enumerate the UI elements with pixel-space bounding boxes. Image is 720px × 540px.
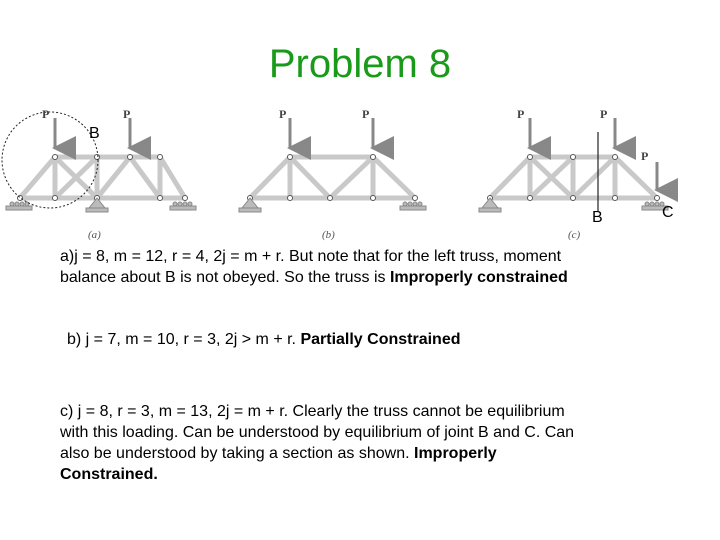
truss-a-supports — [5, 197, 197, 213]
answer-b-text: b) j = 7, m = 10, r = 3, 2j > m + r. — [67, 331, 301, 348]
answer-b: b) j = 7, m = 10, r = 3, 2j > m + r. Par… — [67, 329, 460, 350]
load-label: P — [279, 107, 286, 121]
answer-c-line2: with this loading. Can be understood by … — [60, 424, 575, 441]
truss-b — [247, 154, 418, 201]
truss-c-loads — [527, 118, 678, 202]
answer-a-line2: balance about B is not obeyed. So the tr… — [60, 269, 390, 286]
truss-c — [487, 154, 660, 201]
load-label: P — [42, 107, 49, 121]
answer-b-conclusion: Partially Constrained — [300, 331, 461, 348]
truss-a-loads — [52, 118, 151, 160]
truss-b-supports — [238, 197, 427, 213]
label-b-right: B — [592, 209, 603, 226]
section-circle-a — [1, 111, 99, 209]
load-label: P — [600, 107, 607, 121]
caption-a: (a) — [88, 229, 101, 241]
answer-c: c) j = 8, r = 3, m = 13, 2j = m + r. Cle… — [60, 401, 574, 485]
load-label: P — [123, 107, 130, 121]
load-label: P — [641, 149, 648, 163]
answer-c-line3: also be understood by taking a section a… — [60, 445, 414, 462]
label-c: C — [662, 204, 674, 221]
page-title: Problem 8 — [268, 42, 452, 86]
caption-c: (c) — [568, 229, 581, 241]
truss-c-supports — [478, 197, 669, 213]
truss-figure: P P P P P P P (a) (b) (c) — [1, 107, 678, 241]
answer-c-conclusion-1: Improperly — [414, 445, 497, 462]
load-label: P — [517, 107, 524, 121]
answer-a-conclusion: Improperly constrained — [389, 269, 568, 286]
truss-a — [17, 154, 188, 201]
load-label: P — [362, 107, 369, 121]
answer-c-line1: c) j = 8, r = 3, m = 13, 2j = m + r. Cle… — [60, 403, 565, 420]
truss-b-loads — [287, 118, 394, 160]
answer-a-line1: a)j = 8, m = 12, r = 4, 2j = m + r. But … — [60, 248, 562, 265]
caption-b: (b) — [322, 229, 335, 241]
answer-c-conclusion-2: Constrained. — [60, 466, 158, 483]
answer-a: a)j = 8, m = 12, r = 4, 2j = m + r. But … — [60, 246, 568, 288]
label-b-top: B — [89, 125, 100, 142]
